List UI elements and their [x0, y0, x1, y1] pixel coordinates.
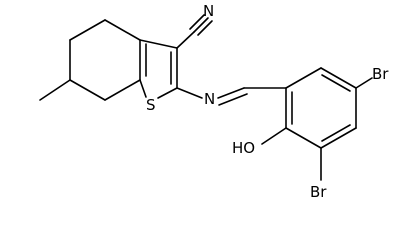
bond-benz-c6-c1: [285, 67, 322, 89]
bond-ring-top-left: [69, 19, 106, 41]
substituent-bonds: [261, 77, 373, 181]
bond-n-ch: [217, 87, 245, 99]
bond-benz-double-3: [321, 74, 351, 92]
bond-cn-triple-1: [193, 17, 209, 33]
bond-cn-triple-2: [189, 14, 205, 30]
bond-ring-left-lower: [69, 79, 106, 101]
atom-label-sulfur: S: [146, 96, 156, 114]
bond-methyl: [39, 79, 71, 101]
chemical-structure-diagram: N N S HO Br Br: [39, 2, 389, 201]
bond-c7a-s: [139, 79, 147, 98]
bond-c3-cn: [176, 31, 195, 49]
bond-c2-s: [157, 87, 178, 99]
cyclohexene-ring: [39, 19, 141, 101]
bond-ring-bottom: [104, 79, 141, 101]
nitrile-group: [176, 14, 213, 49]
atom-label-bromine-lower: Br: [310, 183, 327, 201]
atom-label-hydroxyl: HO: [232, 139, 255, 157]
bond-benz-double-2: [321, 124, 351, 142]
atom-label-bromine-upper: Br: [372, 65, 389, 83]
bond-benz-c2-c3: [285, 127, 322, 149]
bond-c2-n: [176, 87, 203, 99]
benzene-ring: [285, 67, 357, 149]
thiophene-ring: [139, 39, 178, 99]
atom-label-nitrile-n: N: [203, 2, 214, 20]
bond-benz-c3-c4: [320, 127, 357, 149]
atom-labels: N N S HO Br Br: [146, 2, 389, 201]
bond-c2-oh: [261, 127, 287, 145]
bond-c5-br: [355, 77, 373, 89]
imine-linker: [176, 87, 287, 106]
bond-n-ch-double: [218, 93, 248, 106]
bond-ring-top-right: [104, 19, 141, 41]
bond-benz-c5-c6: [320, 67, 357, 89]
bond-c3a-c3: [139, 39, 178, 49]
atom-label-imine-n: N: [204, 90, 215, 108]
bond-cn-triple-3: [197, 20, 213, 36]
